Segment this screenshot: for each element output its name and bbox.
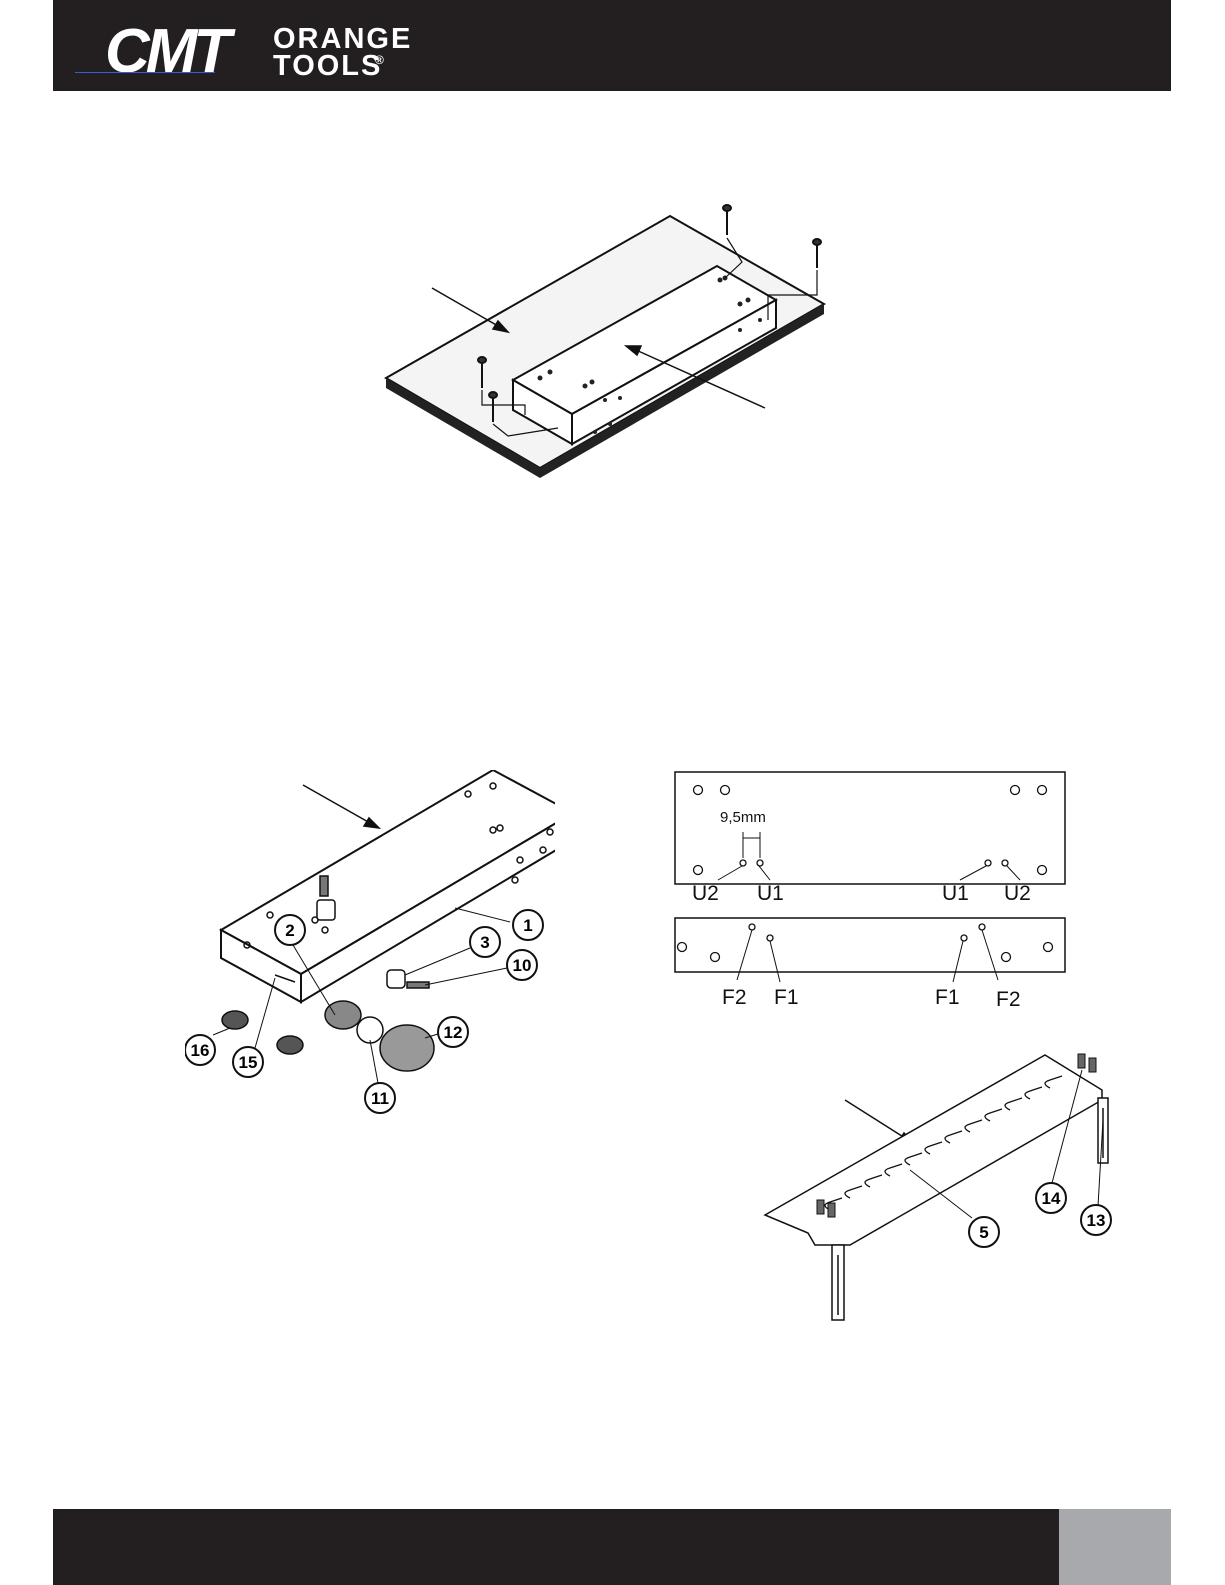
page-footer — [53, 1509, 1171, 1585]
label-u2-right: U2 — [1004, 882, 1031, 905]
label-u1-left: U1 — [757, 882, 784, 905]
logo-tools: TOOLS — [273, 50, 382, 78]
figure-template: 5 14 13 — [760, 1050, 1130, 1340]
upper-plate — [675, 772, 1065, 884]
callout-3: 3 — [405, 927, 500, 975]
label-f1-left: F1 — [774, 986, 799, 1009]
label-u2-left: U2 — [692, 882, 719, 905]
figure-base-assembly: 1 2 3 10 16 — [185, 770, 555, 1130]
page-number-box — [1059, 1509, 1171, 1585]
leader-arrow — [303, 785, 379, 828]
callout-16: 16 — [185, 1028, 230, 1065]
svg-text:3: 3 — [480, 933, 489, 952]
svg-text:15: 15 — [239, 1053, 258, 1072]
figure-mounting — [380, 200, 840, 485]
svg-text:13: 13 — [1087, 1211, 1106, 1230]
logo-registered: ® — [375, 53, 384, 67]
svg-text:2: 2 — [285, 921, 294, 940]
svg-text:5: 5 — [979, 1223, 988, 1242]
label-f2-right: F2 — [996, 988, 1021, 1011]
svg-text:11: 11 — [371, 1089, 389, 1108]
svg-text:1: 1 — [523, 916, 532, 935]
svg-text:14: 14 — [1042, 1189, 1061, 1208]
label-f2-left: F2 — [722, 986, 747, 1009]
svg-text:16: 16 — [191, 1041, 210, 1060]
figure-hole-layout: 9,5mm U2 U1 U1 U2 F2 F1 F1 F2 — [670, 770, 1070, 1020]
dimension-label: 9,5mm — [720, 809, 766, 826]
cmt-orange-tools-logo: CMT ORANGE TOOLS ® — [53, 18, 423, 78]
footer-link-underline[interactable] — [75, 72, 215, 73]
svg-text:12: 12 — [444, 1023, 463, 1042]
lower-plate — [675, 918, 1065, 972]
svg-text:10: 10 — [513, 956, 532, 975]
label-u1-right: U1 — [942, 882, 969, 905]
logo-cmt: CMT — [105, 18, 236, 78]
label-f1-right: F1 — [935, 986, 960, 1009]
